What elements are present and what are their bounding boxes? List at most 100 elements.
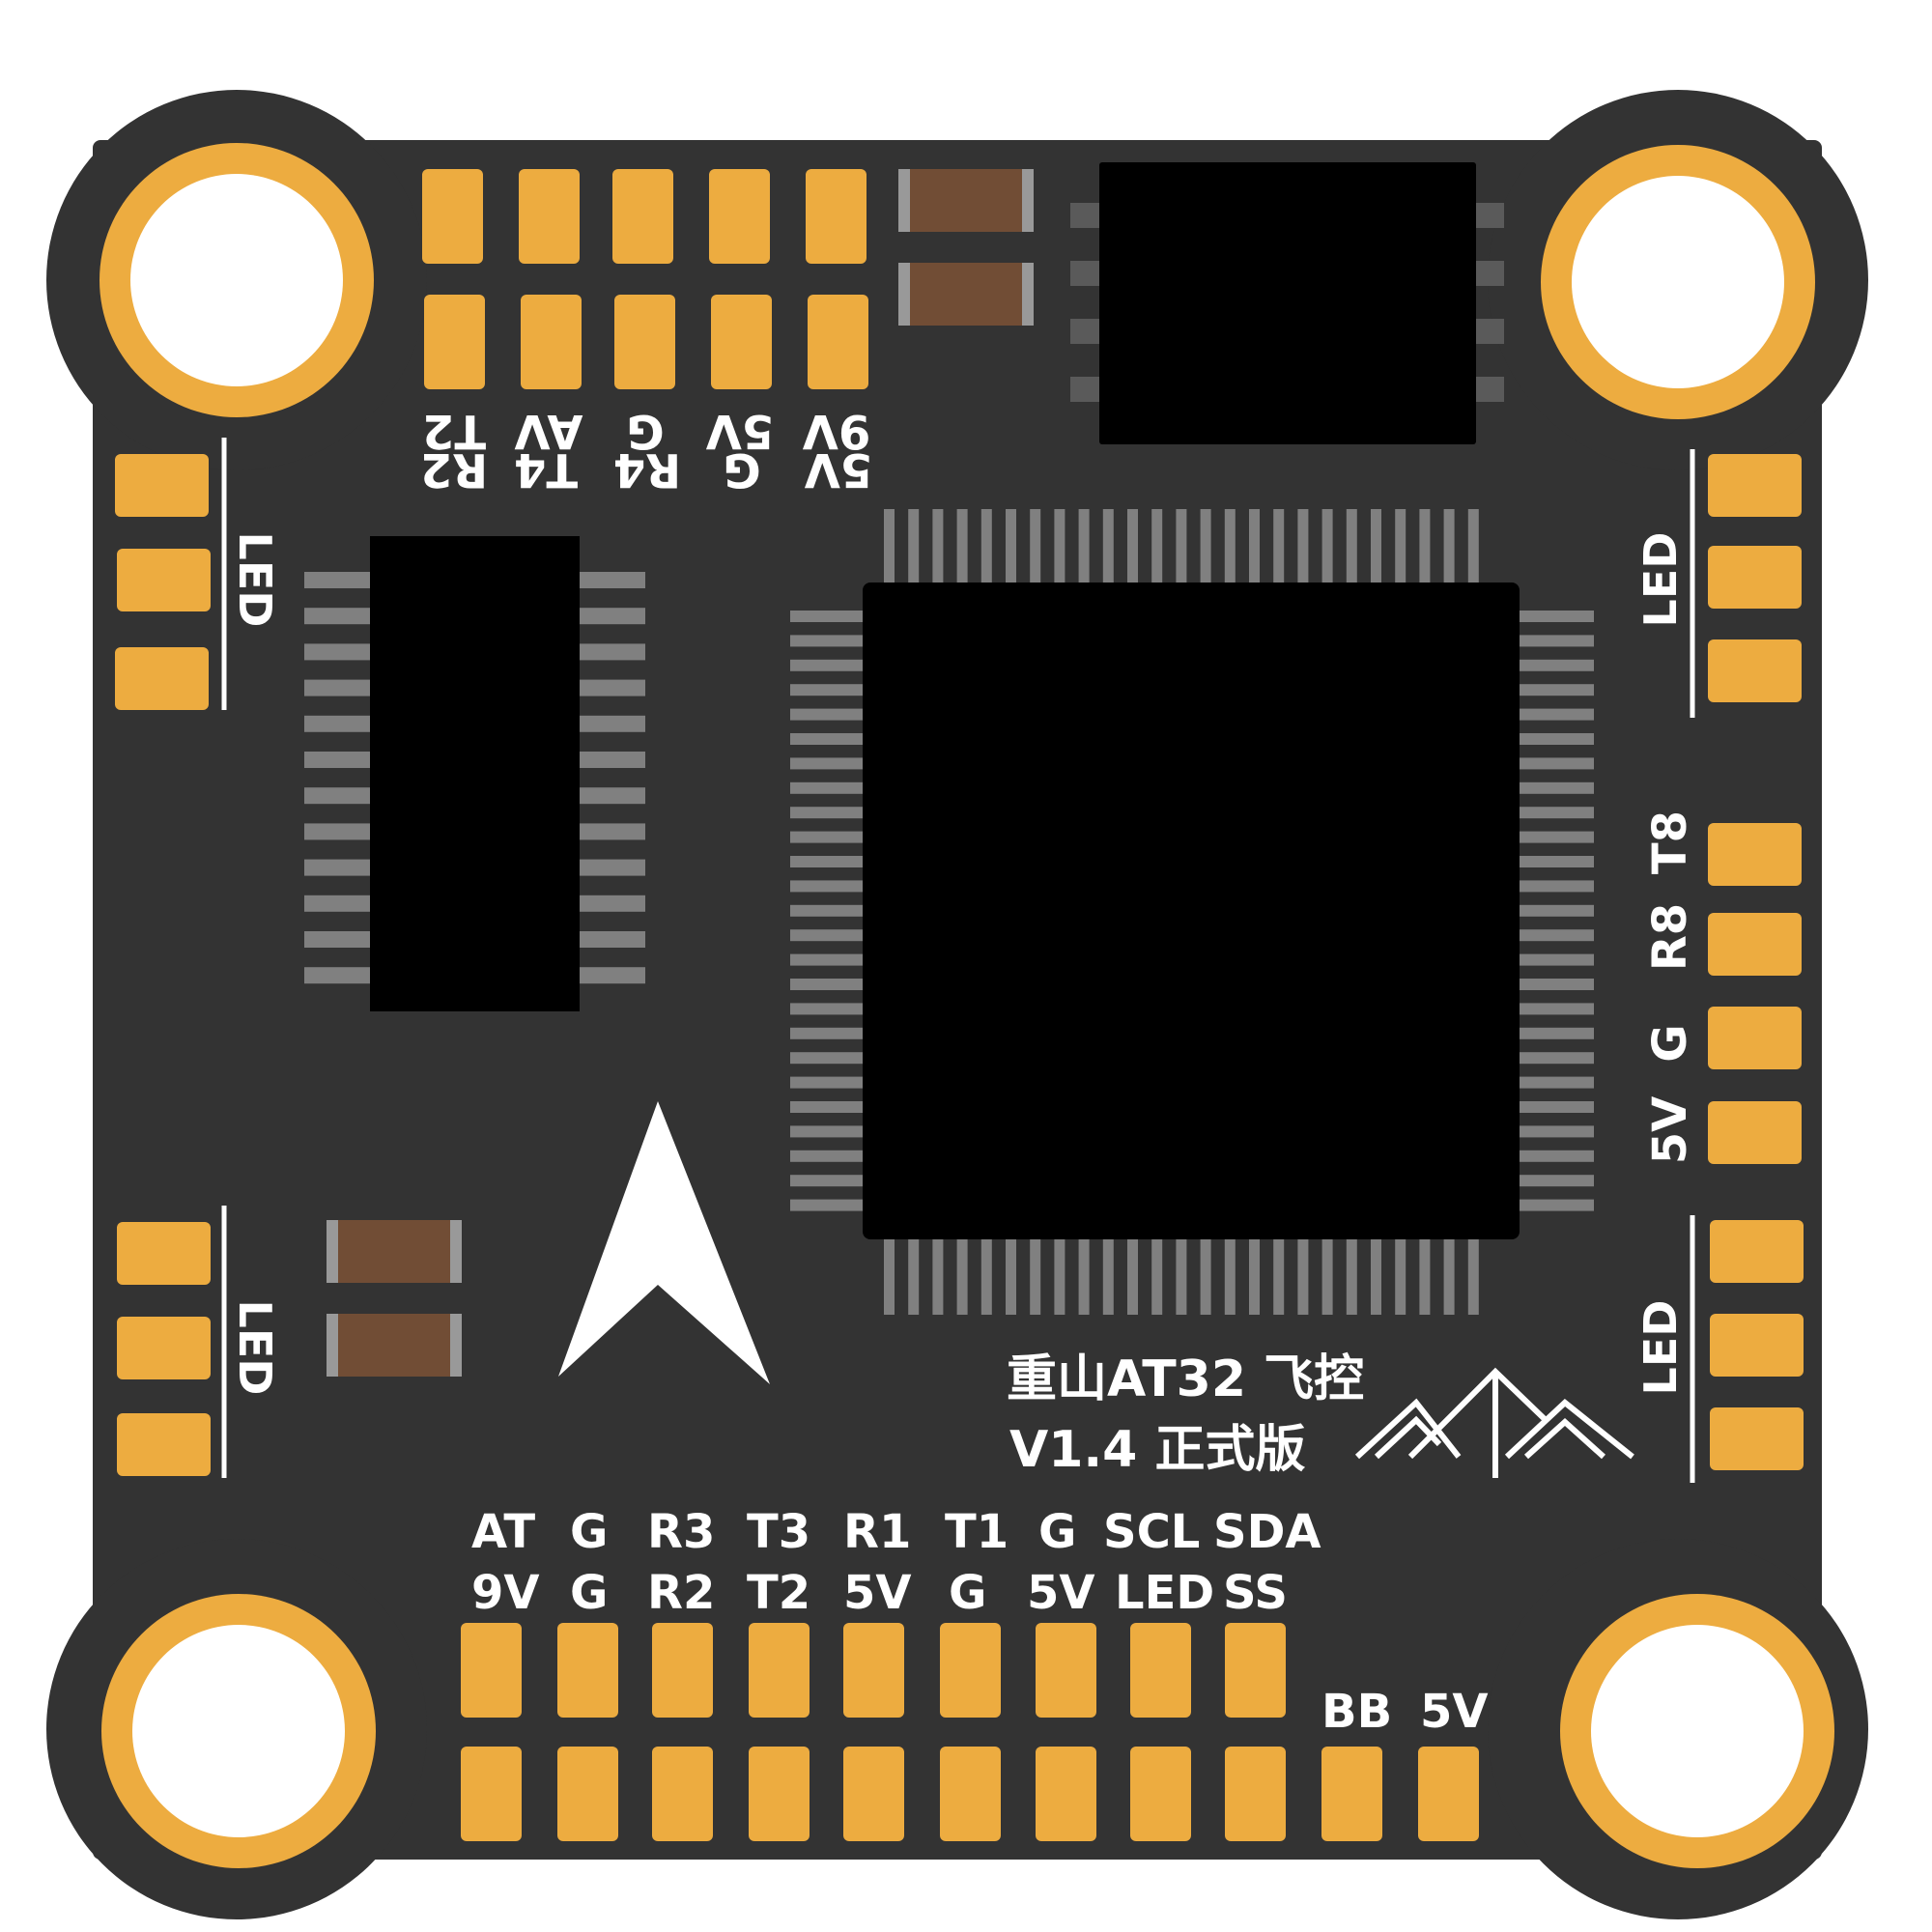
pad (461, 1747, 522, 1841)
chip-pin (790, 611, 866, 622)
pad (749, 1747, 810, 1841)
chip-pin (1321, 509, 1333, 584)
right-label-3: 5V (1643, 1096, 1697, 1165)
pad (711, 295, 772, 389)
chip-pin (790, 904, 866, 917)
chip-pin (304, 752, 372, 768)
chip-pin (1078, 509, 1090, 584)
chip-pin (1519, 1027, 1594, 1039)
chip-pin (1030, 509, 1041, 584)
chip-pin (1419, 509, 1431, 584)
board-title: 重山AT32 飞控 (1007, 1350, 1364, 1408)
chip-pin (790, 1076, 866, 1089)
pad (1225, 1747, 1286, 1841)
pad (422, 169, 483, 264)
pad (461, 1623, 522, 1718)
top-label-r2-4: 5V (805, 442, 873, 497)
chip-pin (908, 1239, 920, 1315)
chip-pin (1519, 880, 1594, 893)
pad (806, 169, 867, 264)
chip-pin (1419, 1239, 1431, 1315)
chip-pin (1371, 1239, 1381, 1315)
chip-pin (1273, 1239, 1285, 1315)
pad (808, 295, 868, 389)
chip-pin (1519, 659, 1594, 671)
chip-pin (790, 1003, 866, 1015)
chip-pin (1297, 1239, 1309, 1315)
chip-pin (1519, 708, 1594, 721)
soic8-chip (1070, 162, 1504, 444)
chip-pin (1519, 929, 1594, 942)
pad (1708, 1101, 1802, 1164)
pad (1225, 1623, 1286, 1718)
capacitors-left (327, 1220, 462, 1377)
chip-pin (1519, 684, 1594, 696)
chip-pin (1176, 1239, 1187, 1315)
pad (1710, 1314, 1804, 1377)
chip-pin (304, 715, 372, 732)
right-label-0: T8 (1643, 810, 1697, 874)
pad (1710, 1220, 1804, 1283)
chip-pin (1519, 611, 1594, 622)
chip-pin (304, 787, 372, 805)
chip-pin (304, 931, 372, 948)
chip-pin (1519, 1125, 1594, 1138)
chip-pin (1224, 1239, 1236, 1315)
chip-pin (1519, 979, 1594, 990)
pad (557, 1623, 618, 1718)
top-label-r1-4: 9V (803, 404, 871, 458)
bottom-label-r1-8: SDA (1213, 1505, 1321, 1559)
chip-pin (790, 757, 866, 770)
chip-pin (1443, 509, 1455, 584)
led-label-right-bottom: LED (1634, 1300, 1687, 1396)
chip-pin (1519, 1175, 1594, 1187)
chip-pin (1321, 1239, 1333, 1315)
chip-pin (1200, 1239, 1211, 1315)
chip-pin (1519, 1101, 1594, 1113)
pad (519, 169, 580, 264)
mcu-chip (790, 509, 1594, 1315)
bottom-label-r1-4: R1 (843, 1505, 911, 1559)
chip-pin (790, 1199, 866, 1211)
pad (115, 454, 209, 517)
bottom-label-r2-2: R2 (647, 1566, 715, 1620)
chip-pin (790, 1175, 866, 1187)
chip-pin (578, 895, 645, 912)
top-label-r1-2: G (626, 404, 664, 458)
chip-pin (578, 787, 645, 805)
right-label-2: G (1643, 1024, 1697, 1062)
pad (117, 549, 211, 611)
chip-pin (1467, 509, 1479, 584)
chip-pin (790, 708, 866, 721)
top-label-r1-0: T2 (422, 404, 486, 458)
chip-pin (790, 659, 866, 671)
buzzer-label-1: 5V (1420, 1685, 1489, 1739)
bottom-label-r2-8: SS (1223, 1566, 1288, 1620)
bottom-header-labels: AT G R3 T3 R1 T1 G SCL SDA 9V G R2 T2 5V… (471, 1505, 1489, 1739)
chip-pin (1102, 1239, 1114, 1315)
chip-pin (304, 608, 372, 625)
led-label-left-top: LED (229, 532, 281, 628)
led-pads-left-bottom (117, 1222, 211, 1476)
chip-pin (1519, 733, 1594, 745)
chip-pin (1176, 509, 1187, 584)
chip-pin (578, 752, 645, 768)
chip-pin (1519, 904, 1594, 917)
pad (652, 1747, 713, 1841)
pad (1708, 639, 1802, 702)
chip-pin (578, 679, 645, 696)
mounting-hole-bottom-left (101, 1594, 376, 1868)
chip-pin (790, 807, 866, 819)
chip-pin (1249, 1239, 1260, 1315)
chip-pin (1127, 509, 1138, 584)
chip-pin (578, 823, 645, 840)
bottom-header-pads (461, 1623, 1479, 1841)
chip-pin (1030, 1239, 1041, 1315)
chip-pin (304, 967, 372, 984)
pad (1708, 454, 1802, 517)
top-label-r2-3: G (723, 442, 760, 497)
chip-pin (1467, 1239, 1479, 1315)
pad (614, 295, 675, 389)
pad (117, 1222, 211, 1285)
chip-pin (578, 859, 645, 876)
